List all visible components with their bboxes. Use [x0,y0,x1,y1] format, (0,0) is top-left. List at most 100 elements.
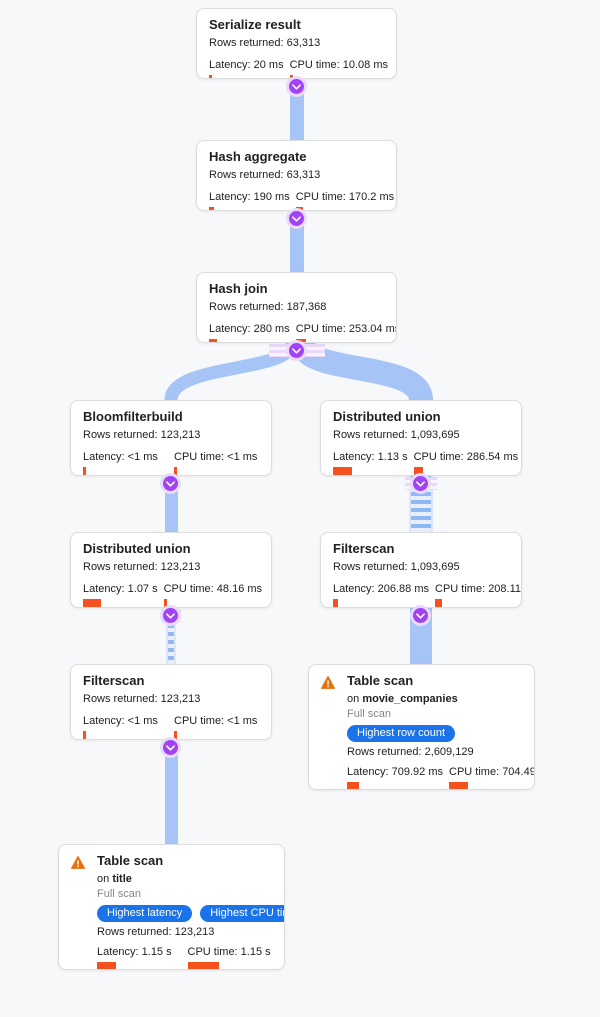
cpu-metric: CPU time: <1 ms [174,451,259,475]
cpu-time-bar [413,467,423,475]
latency-label: Latency: 1.07 s [83,583,158,595]
cpu-time-bar [435,599,443,607]
cpu-time-bar [449,782,469,789]
status-badge: Highest latency [97,905,193,922]
chevron-down-glyph [166,744,175,751]
rows-returned-label: Rows returned: 123,213 [83,693,201,705]
latency-metric: Latency: 1.13 s [333,451,408,475]
cpu-time-bar [163,599,167,607]
latency-metric: Latency: 20 ms [209,59,284,78]
cpu-label: CPU time: 48.16 ms [163,583,263,595]
chevron-down-icon[interactable] [413,476,428,491]
node-title: Table scan [97,853,164,868]
rows-returned-label: Rows returned: 1,093,695 [333,429,460,441]
chevron-down-glyph [292,347,301,354]
rows-returned-label: Rows returned: 123,213 [83,561,201,573]
rows-returned-label: Rows returned: 63,313 [209,169,321,181]
node-title: Table scan [347,673,414,688]
node-title: Hash aggregate [209,149,307,164]
latency-label: Latency: 206.88 ms [333,583,430,595]
latency-bar [333,467,352,475]
chevron-down-icon[interactable] [163,740,178,755]
chevron-down-glyph [166,480,175,487]
table-name: title [112,873,132,885]
scan-type-label: Full scan [97,888,142,900]
cpu-metric: CPU time: 10.08 ms [289,59,389,78]
latency-metric: Latency: 1.07 s [83,583,158,607]
status-badge: Highest row count [347,725,456,742]
rows-returned-label: Rows returned: 123,213 [83,429,201,441]
edge-serialize-to-hash-aggregate [290,79,304,141]
cpu-label: CPU time: 170.2 ms [295,191,395,203]
node-title: Filterscan [333,541,395,556]
latency-metric: Latency: <1 ms [83,715,168,739]
cpu-label: CPU time: 704.49 ms [449,766,535,778]
cpu-time-bar [174,731,177,739]
cpu-time-bar [187,962,219,969]
cpu-metric: CPU time: <1 ms [174,715,259,739]
chevron-down-glyph [416,480,425,487]
cpu-label: CPU time: 253.04 ms [295,323,397,335]
latency-label: Latency: <1 ms [83,451,158,463]
node-title: Serialize result [209,17,301,32]
chevron-down-glyph [416,612,425,619]
latency-bar [83,467,86,475]
cpu-label: CPU time: <1 ms [174,715,258,727]
chevron-down-icon[interactable] [289,211,304,226]
warning-icon [71,856,85,874]
chevron-down-icon[interactable] [413,608,428,623]
cpu-metric: CPU time: 704.49 ms [449,766,535,789]
metrics-row: Latency: 206.88 ms CPU time: 208.11 ms [333,583,521,607]
latency-bar [83,731,86,739]
latency-metric: Latency: 190 ms [209,191,290,210]
latency-label: Latency: 20 ms [209,59,284,71]
latency-metric: Latency: 1.15 s [97,946,182,969]
cpu-metric: CPU time: 170.2 ms [295,191,395,210]
chevron-down-icon[interactable] [163,608,178,623]
latency-metric: Latency: 280 ms [209,323,290,342]
latency-bar [333,599,338,607]
cpu-label: CPU time: <1 ms [174,451,258,463]
cpu-time-bar [174,467,177,475]
latency-label: Latency: 1.15 s [97,946,172,958]
scan-type-label: Full scan [347,708,392,720]
rows-returned-label: Rows returned: 1,093,695 [333,561,460,573]
chevron-down-glyph [166,612,175,619]
latency-bar [209,75,212,78]
chevron-down-icon[interactable] [163,476,178,491]
cpu-metric: CPU time: 286.54 ms [413,451,518,475]
cpu-label: CPU time: 208.11 ms [435,583,522,595]
chevron-down-icon[interactable] [289,79,304,94]
edge-hash-aggregate-to-hash-join [290,211,304,273]
latency-bar [209,207,214,210]
cpu-metric: CPU time: 48.16 ms [163,583,263,607]
metrics-row: Latency: 1.07 s CPU time: 48.16 ms [83,583,263,607]
rows-returned-label: Rows returned: 2,609,129 [347,746,474,758]
node-title: Hash join [209,281,268,296]
latency-metric: Latency: <1 ms [83,451,168,475]
latency-bar [209,339,217,342]
node-title: Distributed union [333,409,441,424]
on-prefix: on [347,693,360,705]
node-table-line: on title [97,872,272,887]
node-table-line: on movie_companies [347,692,522,707]
node-title: Distributed union [83,541,191,556]
cpu-time-bar [289,75,293,78]
chevron-down-icon[interactable] [289,343,304,358]
rows-returned-label: Rows returned: 123,213 [97,926,215,938]
cpu-label: CPU time: 10.08 ms [289,59,389,71]
